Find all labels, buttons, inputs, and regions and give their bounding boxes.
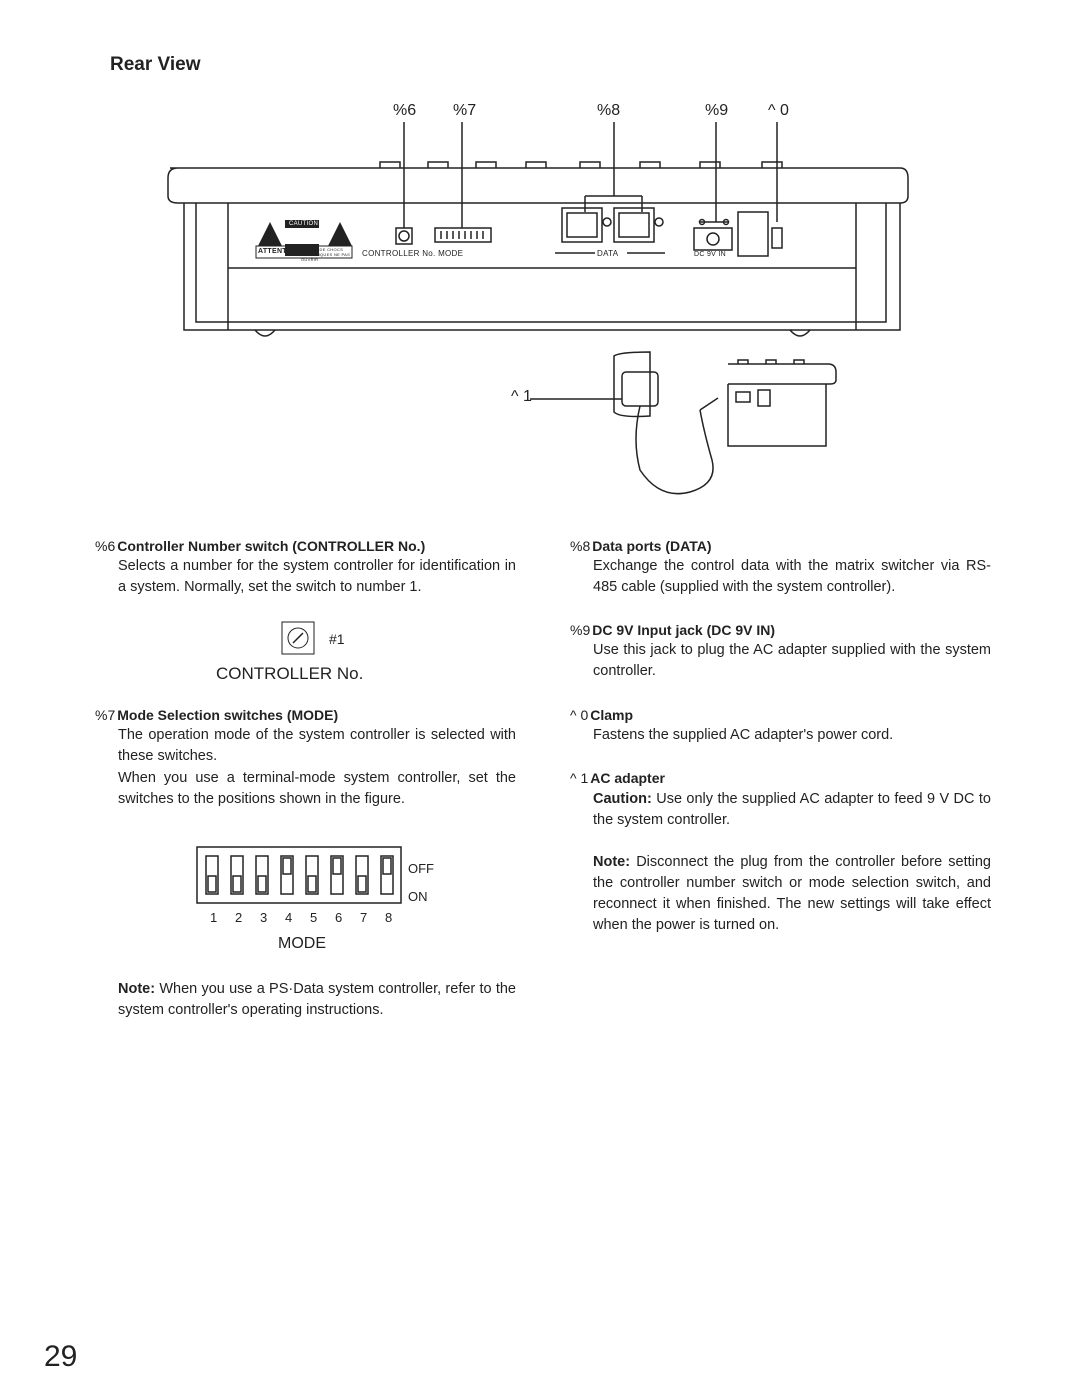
dip-slot-8: [380, 855, 394, 895]
page-number: 29: [44, 1340, 78, 1373]
dip-number: 5: [310, 910, 318, 925]
controller-no-label: CONTROLLER No.: [216, 664, 364, 683]
callout-mode: %7: [453, 102, 477, 119]
dip-number: 3: [260, 910, 268, 925]
dc-in-label: DC 9V IN: [694, 251, 726, 258]
section-text-mode-1: The operation mode of the system control…: [118, 727, 516, 764]
dip-slot-1: [205, 855, 219, 895]
dip-number: 4: [285, 910, 293, 925]
dip-number: 6: [335, 910, 343, 925]
dip-numbers: 1 2 3 4 5 6 7 8: [200, 910, 400, 926]
section-text-controller-number: Selects a number for the system controll…: [118, 558, 516, 595]
dip-off-label: OFF: [408, 861, 434, 876]
callout-data: %8: [597, 102, 621, 119]
dip-on-label: ON: [408, 889, 428, 904]
callout-ac-adapter: ^ 1: [511, 388, 532, 405]
section-text-mode-2: When you use a terminal-mode system cont…: [118, 770, 516, 807]
page-title: Rear View: [110, 54, 201, 75]
dip-slot-5: [305, 855, 319, 895]
callout-clamp: ^ 0: [768, 102, 789, 119]
dip-slot-2: [230, 855, 244, 895]
dip-number: 7: [360, 910, 368, 925]
caution-label: CAUTION: [289, 221, 319, 227]
rotary-marker: #1: [329, 631, 345, 647]
section-text-dc-in: Use this jack to plug the AC adapter sup…: [593, 642, 991, 679]
dip-slot-7: [355, 855, 369, 895]
rear-view-diagram: [167, 122, 909, 495]
controller-mode-label: CONTROLLER No. MODE: [362, 249, 464, 258]
dip-lever-3: [257, 875, 267, 893]
dip-number: 1: [210, 910, 218, 925]
dip-lever-7: [357, 875, 367, 893]
dip-lever-5: [307, 875, 317, 893]
dip-slot-6: [330, 855, 344, 895]
mode-label: MODE: [278, 935, 326, 952]
section-text-clamp: Fastens the supplied AC adapter's power …: [593, 727, 894, 743]
dip-switch-figure: [196, 846, 402, 904]
dip-lever-8: [382, 857, 392, 875]
dip-lever-1: [207, 875, 217, 893]
callout-controller-number: %6: [393, 102, 417, 119]
callout-dc-in: %9: [705, 102, 729, 119]
dip-lever-6: [332, 857, 342, 875]
dip-slot-4: [280, 855, 294, 895]
rotary-switch-figure: [281, 621, 315, 655]
dip-lever-4: [282, 857, 292, 875]
dip-lever-2: [232, 875, 242, 893]
ac-adapter-note: Note: Disconnect the plug from the contr…: [593, 854, 991, 933]
dip-number: 2: [235, 910, 243, 925]
attention-text: RISQUE DE CHOCS ELECTRIQUES NE PAS OUVRI…: [301, 247, 351, 262]
dip-slot-3: [255, 855, 269, 895]
attention-label: ATTENTION: [258, 248, 301, 255]
note-paragraph: Note: When you use a PS·Data system cont…: [118, 981, 517, 1018]
data-label: DATA: [597, 249, 619, 258]
section-text-data-ports: Exchange the control data with the matri…: [593, 558, 991, 595]
dip-number: 8: [385, 910, 393, 925]
ac-adapter-caution: Caution: Use only the supplied AC adapte…: [593, 791, 991, 828]
